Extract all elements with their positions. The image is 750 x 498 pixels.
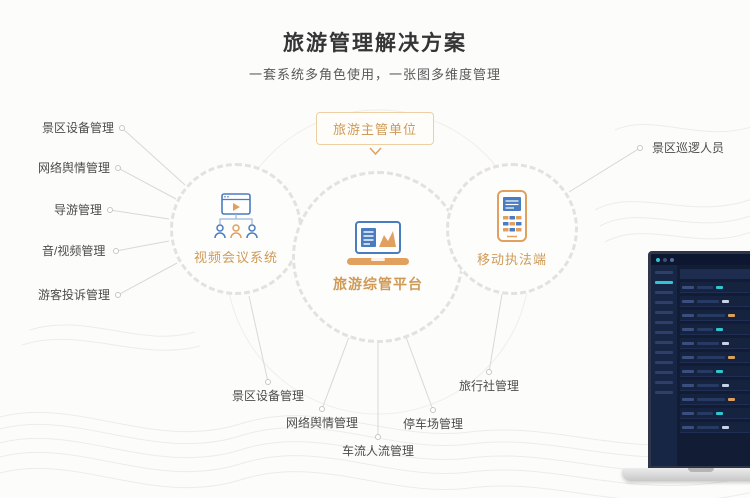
dashboard-row <box>680 282 750 293</box>
dashboard-row-bar <box>697 383 719 387</box>
bottom-label-opinion: 网络舆情管理 <box>285 416 359 430</box>
dashboard-row-bar <box>697 425 719 429</box>
dashboard-row <box>680 366 750 377</box>
dashboard-row-bar <box>697 411 713 415</box>
dashboard-row <box>680 352 750 363</box>
dashboard-row-bar <box>722 341 729 345</box>
bottom-label-equipment: 景区设备管理 <box>231 389 305 403</box>
page-title: 旅游管理解决方案 <box>283 32 467 55</box>
bottom-label-agency: 旅行社管理 <box>458 379 520 393</box>
dashboard-sidebar <box>651 265 677 466</box>
dashboard-row-bar <box>697 313 725 317</box>
dashboard-row <box>680 394 750 405</box>
dashboard-preview <box>648 251 750 469</box>
dashboard-row-bar <box>697 341 719 345</box>
authority-label: 旅游主管单位 <box>332 122 418 137</box>
sidebar-menu-bar <box>655 341 673 344</box>
sidebar-menu-bar <box>655 271 673 274</box>
sidebar-menu-bar <box>655 331 673 334</box>
sidebar-menu-bar <box>655 311 673 314</box>
sidebar-menu-bar <box>655 361 673 364</box>
dashboard-row <box>680 324 750 335</box>
topbar-dot <box>670 257 674 262</box>
dashboard-row-bar <box>682 411 694 415</box>
video-conference-icon <box>214 192 258 238</box>
dashboard-body <box>651 265 750 466</box>
right-label-patrol: 景区巡逻人员 <box>652 141 725 155</box>
dashboard-row-bar <box>728 397 735 401</box>
node-mobile-enforcement: 移动执法端 <box>446 163 578 295</box>
dashboard-row-bar <box>722 299 729 303</box>
dashboard-row-bar <box>697 369 713 373</box>
dashboard-row-bar <box>722 425 729 429</box>
topbar-dot <box>656 257 660 262</box>
dashboard-row-bar <box>682 313 694 317</box>
dashboard-row-bar <box>682 327 694 331</box>
dashboard-row-bar <box>697 327 713 331</box>
dashboard-row-bar <box>682 369 694 373</box>
dashboard-row-bar <box>716 369 723 373</box>
dashboard-row-bar <box>697 397 725 401</box>
laptop-base <box>622 468 750 481</box>
dashboard-row <box>680 296 750 307</box>
dashboard-row-bar <box>682 355 694 359</box>
sidebar-menu-bar <box>655 301 673 304</box>
left-label-complaint: 游客投诉管理 <box>38 288 111 302</box>
authority-box: 旅游主管单位 <box>315 112 435 145</box>
dashboard-row-bar <box>682 425 694 429</box>
dashboard-row <box>680 310 750 321</box>
page-subtitle: 一套系统多角色使用，一张图多维度管理 <box>248 67 501 82</box>
sidebar-menu-bar <box>655 371 673 374</box>
node-label-video-conference: 视频会议系统 <box>193 249 278 265</box>
dashboard-row <box>680 408 750 419</box>
sidebar-menu-bar <box>655 321 673 324</box>
dashboard-row <box>680 422 750 433</box>
node-video-conference: 视频会议系统 <box>170 163 302 295</box>
node-label-platform: 旅游综管平台 <box>333 275 423 292</box>
mobile-terminal-icon <box>497 190 527 242</box>
left-label-opinion: 网络舆情管理 <box>38 161 111 175</box>
dashboard-row-bar <box>697 355 725 359</box>
sidebar-menu-bar <box>655 391 673 394</box>
dashboard-row-bar <box>716 411 723 415</box>
node-label-mobile-enforcement: 移动执法端 <box>476 252 547 267</box>
dashboard-row-bar <box>728 355 735 359</box>
dashboard-row-bar <box>697 285 713 289</box>
dashboard-row-bar <box>716 285 723 289</box>
dashboard-main <box>677 265 750 466</box>
dashboard-topbar <box>651 254 750 265</box>
sidebar-menu-bar <box>655 281 673 284</box>
bottom-label-parking: 停车场管理 <box>402 417 464 431</box>
dashboard-row-bar <box>697 299 719 303</box>
topbar-dot <box>663 257 667 262</box>
sidebar-menu-bar <box>655 291 673 294</box>
chevron-down-icon <box>369 147 382 156</box>
left-label-guide: 导游管理 <box>54 203 103 217</box>
dashboard-row-bar <box>682 341 694 345</box>
dashboard-row <box>680 380 750 391</box>
dashboard-row-bar <box>682 383 694 387</box>
dashboard-row-bar <box>682 285 694 289</box>
node-platform: 旅游综管平台 <box>292 171 464 343</box>
dashboard-row-bar <box>728 313 735 317</box>
dashboard-row-bar <box>716 327 723 331</box>
laptop-chart-icon <box>347 220 409 265</box>
dashboard-header-panel <box>680 269 750 279</box>
dashboard-row-bar <box>722 383 729 387</box>
sidebar-menu-bar <box>655 381 673 384</box>
sidebar-menu-bar <box>655 351 673 354</box>
left-label-equipment: 景区设备管理 <box>42 121 115 135</box>
dashboard-row <box>680 338 750 349</box>
dashboard-row-bar <box>682 299 694 303</box>
left-label-av: 音/视频管理 <box>42 244 106 258</box>
laptop-mockup <box>622 251 750 481</box>
dashboard-row-bar <box>682 397 694 401</box>
bottom-label-traffic: 车流人流管理 <box>341 444 415 458</box>
